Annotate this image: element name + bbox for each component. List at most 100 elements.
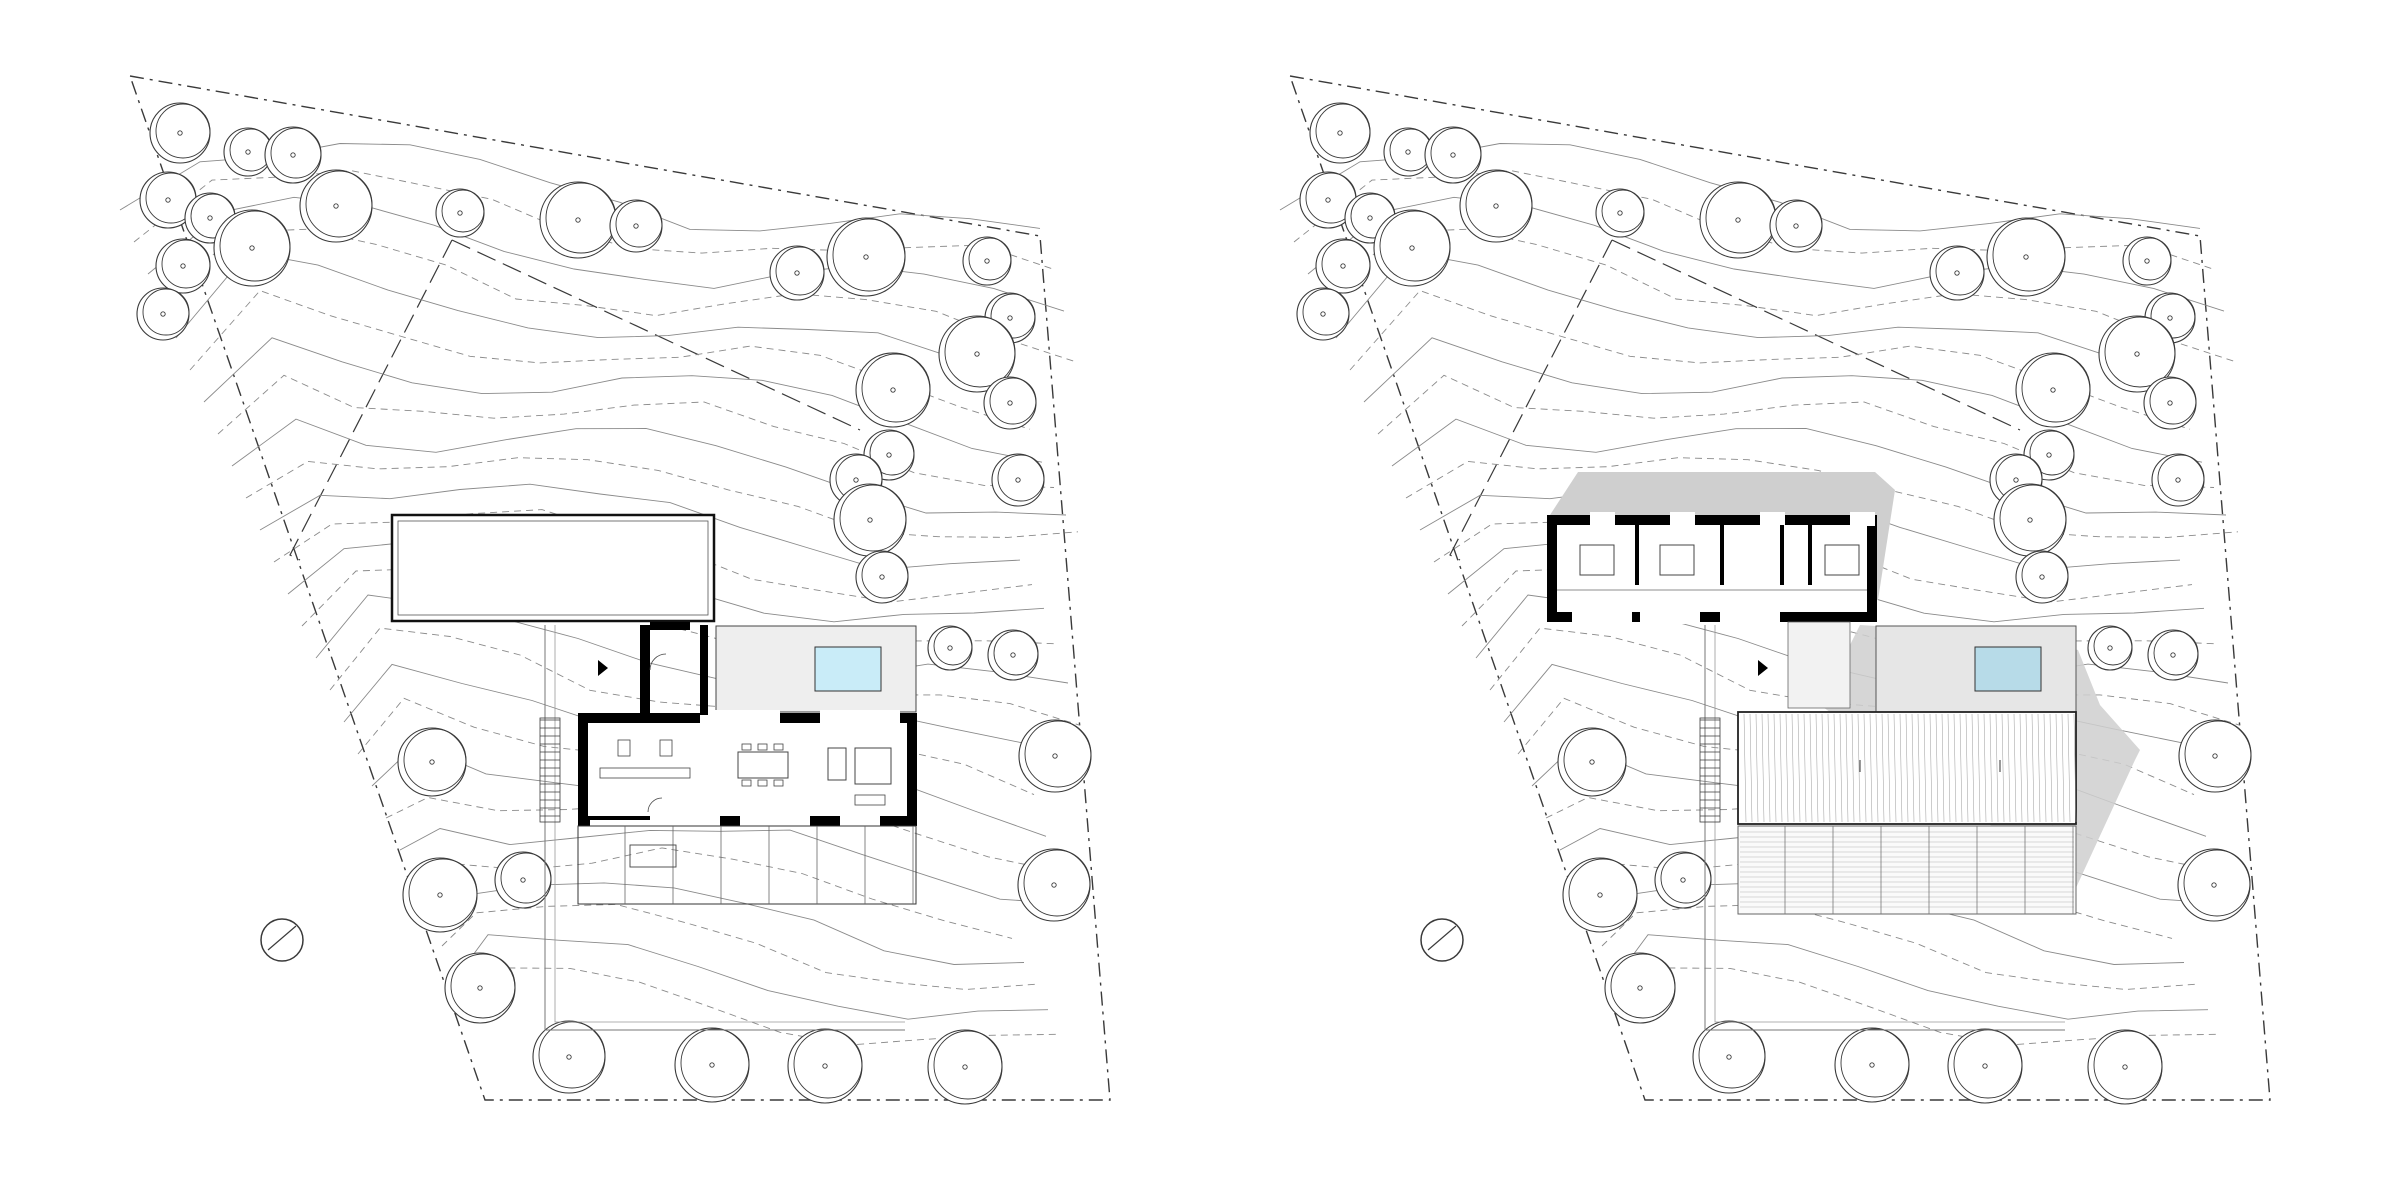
tree-trunk: [1793, 223, 1799, 229]
roof-cladding-line: [2001, 713, 2005, 823]
chair: [757, 743, 768, 751]
tree-trunk: [575, 217, 581, 223]
tree-trunk: [863, 254, 869, 260]
tree-canopy: [2122, 236, 2172, 286]
tree-trunk: [1340, 263, 1346, 269]
roof-cladding-line: [1773, 713, 1777, 823]
north-arrow-circle: [260, 918, 304, 962]
roof-cladding-line: [1941, 713, 1945, 823]
tree-canopy: [155, 238, 211, 294]
tree-trunk: [1735, 217, 1741, 223]
tree-trunk: [2167, 400, 2173, 406]
contour-line: [1349, 290, 2191, 430]
contour-line: [1335, 251, 2179, 382]
tree-trunk: [1617, 210, 1623, 216]
contour-line: [161, 228, 1077, 363]
tree-trunk: [1450, 152, 1456, 158]
tree-trunk: [2013, 477, 2019, 483]
tree-symbol: [213, 209, 291, 287]
roof-cladding-line: [1899, 713, 1903, 823]
north-arrow-needle: [1427, 925, 1457, 951]
roof-cladding-line: [2061, 713, 2065, 823]
tree-canopy-outline: [1023, 849, 1091, 917]
upper-floor-site-plan: [1160, 0, 2360, 1200]
tree-symbol: [1557, 727, 1627, 797]
pergola: [577, 825, 917, 905]
tree-canopy: [1947, 1028, 2023, 1104]
chair: [757, 779, 768, 787]
tree-symbol: [397, 727, 467, 797]
upper-floor-plan-drawing: [1279, 75, 2271, 1105]
tree-trunk: [1367, 215, 1373, 221]
tree-canopy: [609, 199, 663, 253]
tree-trunk: [2107, 645, 2113, 651]
tree-symbol: [1459, 169, 1533, 243]
tree-canopy: [1017, 848, 1091, 922]
tree-canopy: [1296, 287, 1350, 341]
tree-canopy-outline: [2150, 293, 2196, 339]
stair-outline: [1699, 717, 1721, 823]
tree-trunk: [1493, 203, 1499, 209]
partition-wall: [1780, 525, 1784, 585]
tree-canopy-outline: [861, 353, 931, 423]
tree-canopy: [1018, 719, 1092, 793]
roof-cladding-line: [2073, 713, 2077, 823]
tree-canopy-outline: [989, 377, 1037, 425]
roof-cladding-line: [2055, 713, 2059, 823]
roof-cladding-line: [2067, 713, 2071, 823]
tree-canopy-outline: [219, 210, 291, 282]
contour-line: [217, 374, 1055, 488]
setback-line: [1611, 239, 2021, 431]
tree-canopy: [2147, 629, 2199, 681]
roof-cladding-line: [1809, 713, 1813, 823]
tree-canopy-outline: [832, 218, 906, 292]
contour-line: [231, 418, 1067, 516]
tree-canopy-outline: [1379, 210, 1451, 282]
tree-symbol: [444, 952, 516, 1024]
tree-canopy-outline: [933, 626, 973, 666]
tree-trunk: [1726, 1054, 1732, 1060]
tree-canopy: [1993, 483, 2067, 557]
tree-canopy: [2087, 625, 2133, 671]
contour-line: [1405, 457, 2239, 538]
tree-canopy: [2015, 352, 2091, 428]
tree-canopy: [397, 727, 467, 797]
tree-symbol: [962, 236, 1012, 286]
tree-canopy: [2015, 550, 2069, 604]
tree-canopy-outline: [441, 189, 485, 233]
tree-canopy-outline: [1465, 170, 1533, 238]
tree-trunk: [2144, 258, 2150, 264]
tree-trunk: [853, 477, 859, 483]
roof-cladding-line: [1905, 713, 1909, 823]
tree-canopy-outline: [933, 1030, 1003, 1100]
bed: [1824, 544, 1860, 576]
tree-canopy-outline: [450, 953, 516, 1019]
tree-symbol: [1993, 483, 2067, 557]
tree-canopy: [1986, 217, 2066, 297]
roof-cladding-line: [1785, 713, 1789, 823]
tree-canopy: [1604, 952, 1676, 1024]
tree-canopy: [1373, 209, 1451, 287]
roof-cladding-line: [1977, 713, 1981, 823]
tree-canopy-outline: [2184, 720, 2252, 788]
roof-cladding-line: [1947, 713, 1951, 823]
tree-symbol: [983, 376, 1037, 430]
roof-cladding-line: [1851, 713, 1855, 823]
tree-symbol: [927, 625, 973, 671]
tree-canopy-outline: [869, 430, 915, 476]
tree-symbol: [1017, 848, 1091, 922]
property-boundary-line: [128, 75, 1111, 1101]
roof-cladding-line: [1779, 713, 1783, 823]
tree-trunk: [794, 270, 800, 276]
partition-wall: [1808, 525, 1812, 585]
annex-building: [390, 513, 716, 623]
tree-symbol: [1424, 126, 1482, 184]
ground-floor-layer: [390, 513, 917, 905]
pergola-outline: [577, 825, 917, 905]
wall-opening: [1640, 608, 1700, 624]
tree-trunk: [520, 877, 526, 883]
tree-symbol: [2087, 625, 2133, 671]
tree-canopy: [1834, 1027, 1910, 1103]
roof-cladding-line: [1935, 713, 1939, 823]
roof-cladding-line: [1869, 713, 1873, 823]
